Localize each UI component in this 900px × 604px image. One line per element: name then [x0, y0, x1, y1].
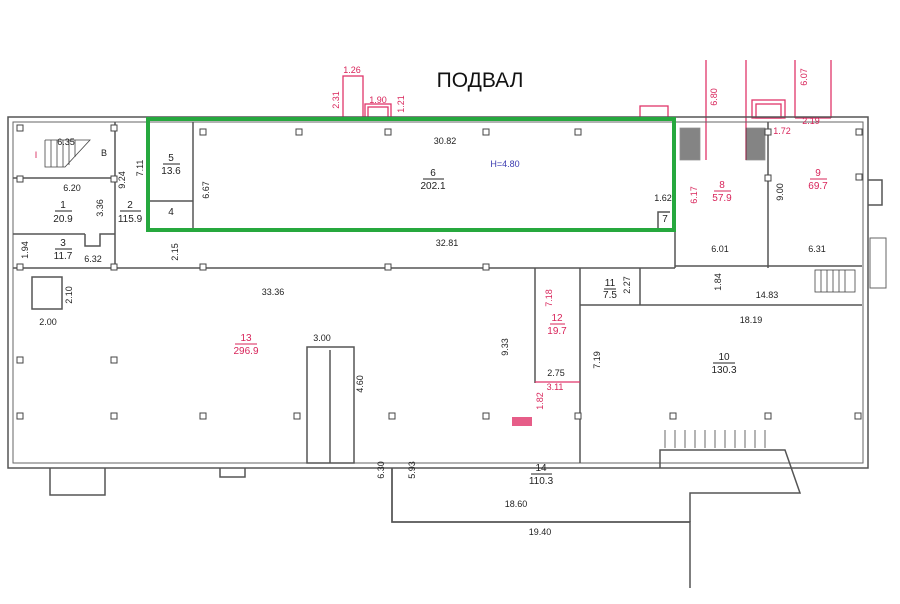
dimension-label: 19.40 — [529, 527, 552, 537]
columns — [16, 124, 863, 420]
room-area: 115.9 — [118, 214, 143, 225]
room-number: 9 — [815, 168, 821, 179]
dimension-label: 1.82 — [535, 392, 545, 410]
dimension-label: 6.30 — [376, 461, 386, 479]
room-14: 14 110.3 — [529, 463, 554, 487]
dimension-label: 33.36 — [262, 287, 285, 297]
room-2: 2 115.9 — [118, 200, 143, 225]
dimension-labels: 6.35 6.20 9.24 3.36 7.11 6.67 1.94 6.32 … — [20, 65, 826, 537]
dimension-label: 7.11 — [135, 160, 145, 177]
room-area: 11.7 — [54, 251, 73, 262]
ceiling-height: H=4.80 — [490, 159, 519, 169]
dimension-label: 32.81 — [436, 238, 459, 248]
room-area: 130.3 — [711, 365, 736, 376]
dimension-label: 2.75 — [547, 368, 565, 378]
stair-label-left: I — [35, 150, 38, 160]
dimension-label: 7.19 — [592, 351, 602, 369]
room-12: 12 19.7 — [547, 313, 567, 337]
room-area: 57.9 — [712, 193, 732, 204]
room-number: 10 — [718, 352, 730, 363]
plan-title: ПОДВАЛ — [437, 69, 524, 92]
room-number: 4 — [168, 207, 174, 218]
dimension-label: 18.60 — [505, 499, 528, 509]
dimension-label: 6.07 — [799, 68, 809, 86]
room-6: 6 202.1 — [420, 168, 445, 192]
dimension-label: 6.35 — [57, 137, 75, 147]
entrance-marker — [512, 417, 532, 426]
room-4: 4 — [168, 207, 174, 218]
room-number: 8 — [719, 180, 725, 191]
room-11: 117.5 — [603, 278, 617, 301]
room-7: 7 — [662, 214, 668, 225]
dimension-label: 3.11 — [547, 382, 564, 392]
dimension-label: 30.82 — [434, 136, 457, 146]
room-number: 6 — [430, 168, 436, 179]
room-number: 2 — [127, 200, 133, 211]
dimension-label: 2.27 — [622, 276, 632, 294]
dimension-label: 6.20 — [63, 183, 81, 193]
room-number: 3 — [60, 238, 66, 249]
room-number: 5 — [168, 153, 174, 164]
dimension-label: 1.84 — [713, 273, 723, 291]
dimension-label: 6.80 — [709, 88, 719, 106]
dimension-label: 4.60 — [355, 375, 365, 393]
dimension-label: 9.33 — [500, 338, 510, 356]
room-number: 1 — [60, 200, 66, 211]
dimension-label: 18.19 — [740, 315, 763, 325]
dimension-label: 1.26 — [343, 65, 361, 75]
stairs — [44, 127, 856, 448]
room-1: 120.9 — [53, 200, 73, 225]
stair-label-right: B — [101, 148, 107, 158]
dimension-label: 14.83 — [756, 290, 779, 300]
dimension-label: 1.90 — [369, 95, 387, 105]
dimension-label: 9.00 — [775, 183, 785, 201]
dimension-label: 7.18 — [544, 289, 554, 307]
room-area: 13.6 — [161, 166, 181, 177]
room-number: 14 — [535, 463, 547, 474]
room-area: 110.3 — [529, 476, 554, 487]
room-number: 7 — [662, 214, 668, 225]
room-area: 296.9 — [233, 346, 258, 357]
room-8: 857.9 — [712, 180, 732, 204]
room-13: 13 296.9 — [233, 333, 258, 357]
dimension-label: 5.93 — [407, 461, 417, 479]
dimension-label: 2.15 — [170, 243, 180, 261]
dimension-label: 6.01 — [711, 244, 729, 254]
dimension-label: 6.32 — [84, 254, 102, 264]
dimension-label: 2.00 — [39, 317, 57, 327]
room-3: 311.7 — [54, 238, 73, 262]
room-area: 7.5 — [603, 290, 617, 301]
walls — [7, 116, 887, 588]
dimension-label: 1.62 — [654, 193, 672, 203]
room-number: 13 — [240, 333, 252, 344]
room-area: 19.7 — [547, 326, 567, 337]
dimension-label: 1.94 — [20, 241, 30, 259]
dimension-label: 3.00 — [313, 333, 331, 343]
dimension-label: 6.17 — [689, 186, 699, 204]
highlighted-area[interactable] — [146, 117, 676, 232]
dimension-label: 6.67 — [201, 181, 211, 199]
dimension-label: 2.10 — [64, 286, 74, 304]
dimension-label: 9.24 — [117, 171, 127, 189]
room-5: 513.6 — [161, 153, 181, 177]
dimension-label: 1.21 — [396, 95, 406, 113]
room-area: 202.1 — [420, 181, 445, 192]
room-area: 69.7 — [808, 181, 828, 192]
dimension-label: 2.19 — [802, 116, 820, 126]
room-9: 969.7 — [808, 168, 828, 192]
room-number: 11 — [605, 278, 616, 289]
dimension-label: 6.31 — [808, 244, 826, 254]
room-number: 12 — [551, 313, 563, 324]
room-10: 10 130.3 — [711, 352, 736, 376]
dimension-label: 1.72 — [773, 126, 791, 136]
dimension-label: 3.36 — [95, 199, 105, 217]
dimension-label: 2.31 — [331, 91, 341, 109]
room-area: 20.9 — [53, 214, 73, 225]
